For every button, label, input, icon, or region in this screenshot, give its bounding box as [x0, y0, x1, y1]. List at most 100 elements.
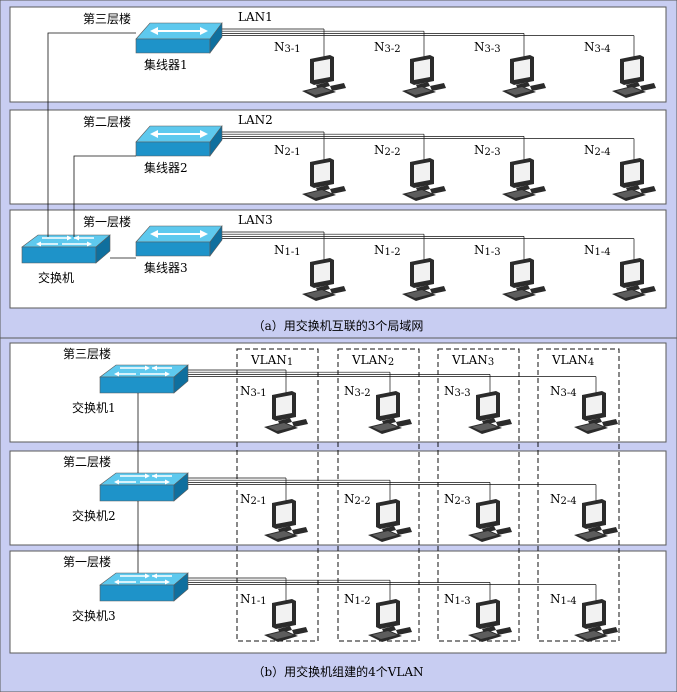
pc-icon	[468, 599, 512, 642]
pc-label-main: N	[444, 492, 455, 506]
pc-label-main: N	[474, 143, 485, 157]
pc-label-main: N	[584, 40, 595, 54]
pc-label: N2-4	[584, 143, 611, 158]
pc-label-main: N	[274, 143, 285, 157]
pc-icon	[502, 158, 546, 201]
lan-label: LAN3	[238, 213, 273, 227]
panel-b-caption: （b）用交换机组建的4个VLAN	[252, 664, 423, 679]
vlan-boundary	[537, 348, 620, 642]
pc-icon	[302, 158, 346, 201]
pc-label: N3-2	[344, 384, 371, 399]
pc-label: N3-1	[240, 384, 267, 399]
vlan-boundary	[337, 348, 420, 642]
pc-label-main: N	[474, 40, 485, 54]
pc-icon	[368, 499, 412, 542]
pc-label: N1-1	[240, 592, 267, 607]
pc-label: N2-3	[474, 143, 501, 158]
pc-label: N3-4	[584, 40, 611, 55]
pc-label: N2-2	[344, 492, 371, 507]
hub-icon	[135, 125, 223, 157]
pc-label-sub: 3-2	[385, 44, 401, 55]
pc-label-sub: 3-1	[285, 44, 301, 55]
pc-label: N2-1	[240, 492, 267, 507]
pc-label-sub: 1-3	[485, 247, 501, 258]
floor-label: 第一层楼	[63, 554, 111, 569]
pc-label: N1-2	[344, 592, 371, 607]
pc-label-main: N	[550, 592, 561, 606]
pc-label: N1-4	[550, 592, 577, 607]
pc-label-sub: 1-4	[561, 596, 577, 607]
vlan-label: VLAN4	[551, 353, 594, 368]
pc-label-main: N	[584, 143, 595, 157]
pc-label-main: N	[550, 492, 561, 506]
pc-label: N3-3	[444, 384, 471, 399]
pc-label-sub: 2-4	[561, 496, 577, 507]
pc-label-sub: 2-3	[455, 496, 471, 507]
switch-label: 交换机2	[72, 508, 116, 523]
pc-label-sub: 1-1	[285, 247, 301, 258]
pc-icon	[368, 599, 412, 642]
pc-icon	[264, 391, 308, 434]
floor-label: 第三层楼	[83, 11, 131, 26]
lan-label: LAN1	[238, 10, 273, 24]
vlan-3-group: VLAN3	[437, 348, 520, 642]
pc-label-sub: 1-3	[455, 596, 471, 607]
pc-label-sub: 3-3	[455, 388, 471, 399]
vlan-label-sub: 2	[388, 357, 394, 368]
pc-icon	[264, 599, 308, 642]
floor-label: 第一层楼	[83, 214, 131, 229]
pc-label-sub: 1-1	[251, 596, 267, 607]
hub-label: 集线器1	[144, 57, 188, 72]
switch-icon	[99, 364, 189, 394]
pc-label-sub: 3-3	[485, 44, 501, 55]
pc-label: N3-1	[274, 40, 301, 55]
floor-label: 第二层楼	[83, 114, 131, 129]
pc-label-sub: 1-4	[595, 247, 611, 258]
switch-icon	[21, 234, 111, 264]
pc-label-main: N	[344, 492, 355, 506]
pc-label-main: N	[374, 143, 385, 157]
pc-label-sub: 1-2	[385, 247, 401, 258]
pc-label-main: N	[374, 243, 385, 257]
pc-label-main: N	[240, 592, 251, 606]
vlan-label: VLAN2	[351, 353, 394, 368]
pc-label-sub: 2-2	[355, 496, 371, 507]
hub-icon	[135, 225, 223, 257]
pc-label: N2-2	[374, 143, 401, 158]
pc-icon	[574, 391, 618, 434]
pc-label-sub: 1-2	[355, 596, 371, 607]
pc-label-main: N	[240, 492, 251, 506]
pc-icon	[612, 158, 656, 201]
pc-label-sub: 3-4	[595, 44, 611, 55]
pc-label: N1-2	[374, 243, 401, 258]
pc-label-main: N	[444, 384, 455, 398]
vlan-boundary	[437, 348, 520, 642]
vlan-label-main: VLAN	[551, 353, 588, 367]
pc-icon	[502, 55, 546, 98]
pc-icon	[612, 55, 656, 98]
pc-label: N2-3	[444, 492, 471, 507]
pc-icon	[502, 258, 546, 301]
pc-label-main: N	[550, 384, 561, 398]
pc-label-main: N	[344, 592, 355, 606]
pc-label: N1-1	[274, 243, 301, 258]
pc-icon	[468, 499, 512, 542]
pc-label-main: N	[584, 243, 595, 257]
uplink-hub2	[73, 155, 136, 237]
pc-label-sub: 2-2	[385, 147, 401, 158]
vlan-1-group: VLAN1	[236, 348, 319, 642]
pc-label-sub: 3-1	[251, 388, 267, 399]
pc-icon	[612, 258, 656, 301]
vlan-label-main: VLAN	[451, 353, 488, 367]
vlan-label-main: VLAN	[250, 353, 287, 367]
floor-label: 第三层楼	[63, 346, 111, 361]
switch-label: 交换机	[38, 270, 74, 285]
vlan-label: VLAN3	[451, 353, 494, 368]
pc-icon	[264, 499, 308, 542]
pc-label-main: N	[274, 40, 285, 54]
uplink-hub1	[47, 32, 136, 237]
